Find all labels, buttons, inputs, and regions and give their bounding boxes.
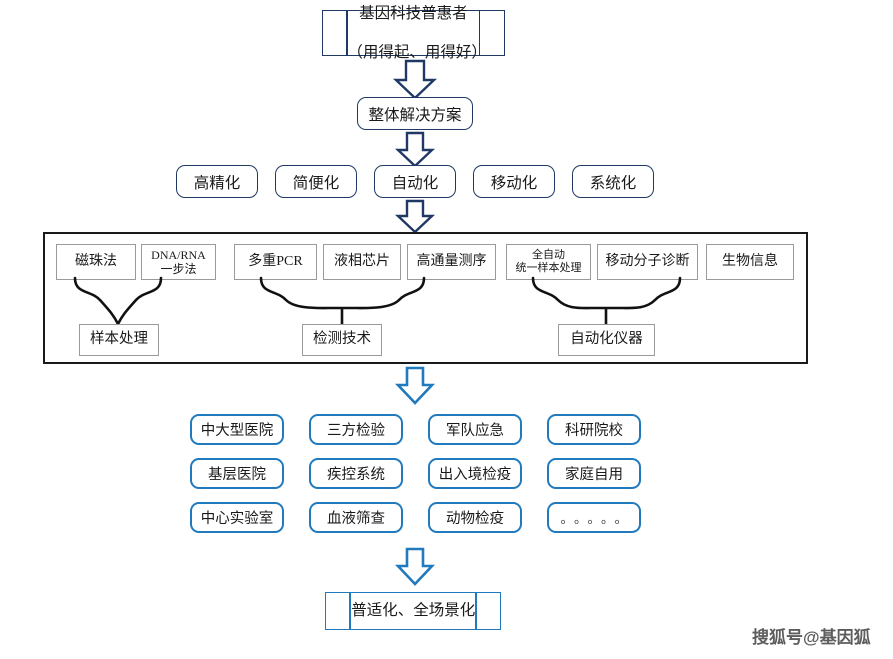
tech-box-5[interactable]: 全自动 统一样本处理 xyxy=(506,244,591,280)
tech-box-1[interactable]: DNA/RNA 一步法 xyxy=(141,244,216,280)
title-box-right-cell xyxy=(478,10,505,56)
footer-box-left-cell xyxy=(325,592,351,630)
tech-category-1[interactable]: 检测技术 xyxy=(302,324,382,356)
application-box-7[interactable]: 家庭自用 xyxy=(547,458,641,489)
tech-label-3: 液相芯片 xyxy=(334,253,390,269)
tech-box-6[interactable]: 移动分子诊断 xyxy=(597,244,698,280)
title-box: 基因科技普惠者 （用得起、用得好） xyxy=(322,5,508,61)
brace-sample-processing xyxy=(45,276,810,327)
application-box-2[interactable]: 军队应急 xyxy=(428,414,522,445)
tech-category-2[interactable]: 自动化仪器 xyxy=(558,324,655,356)
tech-label-1: DNA/RNA 一步法 xyxy=(151,247,206,276)
tech-category-label-1: 检测技术 xyxy=(313,331,371,348)
application-box-4[interactable]: 基层医院 xyxy=(190,458,284,489)
tech-label-4: 高通量测序 xyxy=(416,253,487,269)
feature-label-3: 移动化 xyxy=(490,174,538,192)
application-label-5: 疾控系统 xyxy=(327,467,385,483)
application-label-6: 出入境检疫 xyxy=(438,467,512,483)
feature-box-3[interactable]: 移动化 xyxy=(473,165,555,198)
feature-label-1: 简便化 xyxy=(292,174,340,192)
arrow-features-to-tech xyxy=(394,199,436,234)
solution-box-label: 整体解决方案 xyxy=(368,106,462,124)
feature-box-2[interactable]: 自动化 xyxy=(374,165,456,198)
tech-box-7[interactable]: 生物信息 xyxy=(706,244,794,280)
arrow-tech-to-applications xyxy=(394,366,436,405)
application-label-4: 基层医院 xyxy=(208,467,266,483)
tech-category-label-2: 自动化仪器 xyxy=(570,331,643,348)
tech-box-2[interactable]: 多重PCR xyxy=(234,244,317,280)
application-box-0[interactable]: 中大型医院 xyxy=(190,414,284,445)
feature-box-4[interactable]: 系统化 xyxy=(572,165,654,198)
application-label-11: 。。。。。 xyxy=(560,511,635,526)
application-box-1[interactable]: 三方检验 xyxy=(309,414,403,445)
tech-category-0[interactable]: 样本处理 xyxy=(79,324,159,356)
arrow-title-to-solution xyxy=(392,59,438,100)
arrow-solution-to-features xyxy=(394,131,436,168)
tech-category-label-0: 样本处理 xyxy=(90,331,148,348)
feature-label-2: 自动化 xyxy=(391,174,439,192)
application-box-11[interactable]: 。。。。。 xyxy=(547,502,641,533)
footer-box-center-cell: 普适化、全场景化 xyxy=(349,592,478,630)
application-box-9[interactable]: 血液筛查 xyxy=(309,502,403,533)
application-box-3[interactable]: 科研院校 xyxy=(547,414,641,445)
tech-box-3[interactable]: 液相芯片 xyxy=(323,244,401,280)
feature-label-4: 系统化 xyxy=(589,174,637,192)
application-box-5[interactable]: 疾控系统 xyxy=(309,458,403,489)
watermark: 搜狐号@基因狐 xyxy=(752,628,871,647)
title-box-left-cell xyxy=(322,10,348,56)
application-box-6[interactable]: 出入境检疫 xyxy=(428,458,522,489)
application-label-2: 军队应急 xyxy=(446,423,504,439)
tech-label-5: 全自动 统一样本处理 xyxy=(515,248,582,274)
application-label-3: 科研院校 xyxy=(565,423,623,439)
application-label-1: 三方检验 xyxy=(327,423,385,439)
arrow-applications-to-footer xyxy=(394,547,436,586)
solution-box[interactable]: 整体解决方案 xyxy=(357,97,473,130)
tech-label-2: 多重PCR xyxy=(248,253,303,269)
feature-box-1[interactable]: 简便化 xyxy=(275,165,357,198)
feature-label-0: 高精化 xyxy=(193,174,241,192)
tech-label-0: 磁珠法 xyxy=(75,253,117,269)
application-box-8[interactable]: 中心实验室 xyxy=(190,502,284,533)
application-label-10: 动物检疫 xyxy=(446,511,504,527)
feature-box-0[interactable]: 高精化 xyxy=(176,165,258,198)
footer-box: 普适化、全场景化 xyxy=(325,592,505,630)
tech-label-7: 生物信息 xyxy=(722,253,778,269)
title-text: 基因科技普惠者 （用得起、用得好） xyxy=(347,4,487,61)
tech-container: 磁珠法 DNA/RNA 一步法 多重PCR 液相芯片 高通量测序 全自动 统一样… xyxy=(43,232,808,364)
application-box-10[interactable]: 动物检疫 xyxy=(428,502,522,533)
footer-box-right-cell xyxy=(475,592,502,630)
tech-box-4[interactable]: 高通量测序 xyxy=(407,244,496,280)
tech-box-0[interactable]: 磁珠法 xyxy=(56,244,136,280)
tech-label-6: 移动分子诊断 xyxy=(605,253,690,269)
title-box-center-cell: 基因科技普惠者 （用得起、用得好） xyxy=(346,5,487,61)
application-label-8: 中心实验室 xyxy=(200,511,274,527)
footer-label: 普适化、全场景化 xyxy=(351,602,476,620)
application-label-7: 家庭自用 xyxy=(565,467,623,483)
application-label-0: 中大型医院 xyxy=(200,423,274,439)
application-label-9: 血液筛查 xyxy=(327,511,385,527)
